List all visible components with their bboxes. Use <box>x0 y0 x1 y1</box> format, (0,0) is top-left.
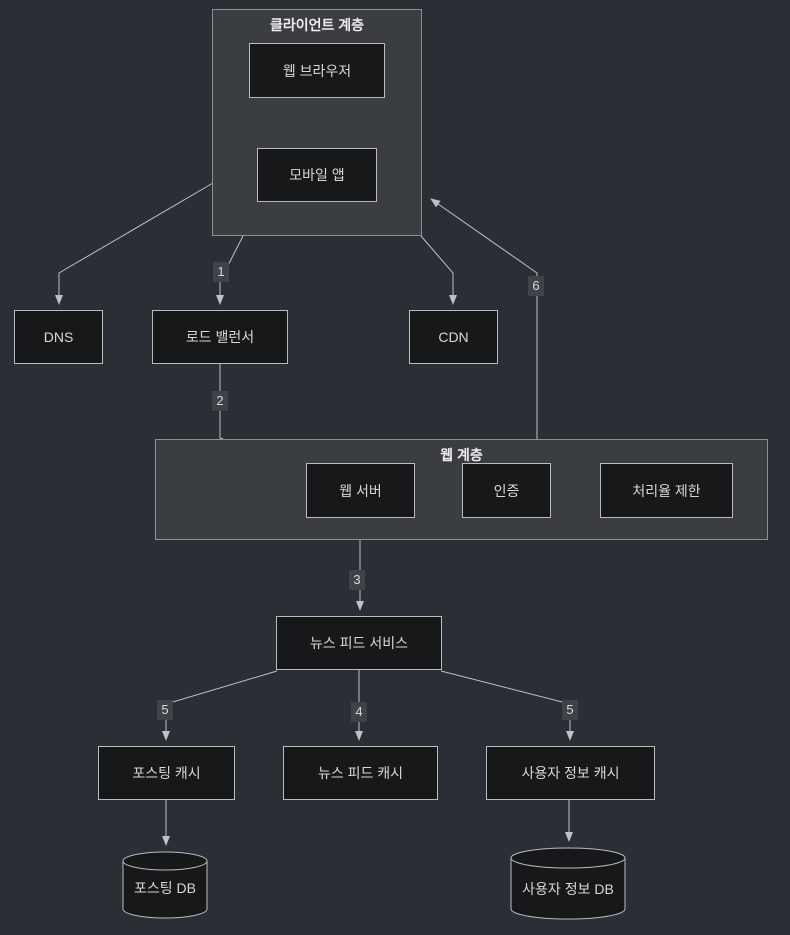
posting-cache-node: 포스팅 캐시 <box>98 746 235 800</box>
cdn-node: CDN <box>409 310 498 364</box>
edge-service-to-user-info-cache <box>440 670 574 741</box>
user-info-db-cylinder-top <box>510 847 626 869</box>
edge-webtier-to-client <box>430 198 538 439</box>
rate-limiter-node: 처리율 제한 <box>600 463 733 518</box>
edge-label-5-left: 5 <box>157 700 173 720</box>
web-server-node: 웹 서버 <box>306 463 415 518</box>
dns-node: DNS <box>14 310 103 364</box>
edge-label-6: 6 <box>528 276 544 296</box>
auth-node: 인증 <box>462 463 551 518</box>
edge-client-to-dns <box>55 182 214 305</box>
edge-service-to-posting-cache <box>162 670 278 741</box>
edge-label-1: 1 <box>213 262 229 282</box>
edge-label-3: 3 <box>349 570 365 590</box>
posting-db-cylinder <box>122 861 208 919</box>
load-balancer-node: 로드 밸런서 <box>152 310 288 364</box>
user-info-db-cylinder <box>510 858 626 920</box>
client-tier-title: 클라이언트 계층 <box>269 17 365 33</box>
news-feed-service-node: 뉴스 피드 서비스 <box>276 616 442 670</box>
edge-client-to-cdn <box>420 235 457 305</box>
edge-label-2: 2 <box>212 391 228 411</box>
user-info-db-label: 사용자 정보 DB <box>522 881 614 897</box>
web-tier-title: 웹 계층 <box>440 447 483 463</box>
mobile-app-node: 모바일 앱 <box>257 148 377 202</box>
web-browser-node: 웹 브라우저 <box>249 43 385 98</box>
edge-label-4: 4 <box>351 702 367 722</box>
news-feed-cache-node: 뉴스 피드 캐시 <box>283 746 438 800</box>
user-info-cache-node: 사용자 정보 캐시 <box>486 746 655 800</box>
posting-db-label: 포스팅 DB <box>134 880 196 896</box>
posting-db-cylinder-top <box>122 851 208 871</box>
edge-label-5-right: 5 <box>562 700 578 720</box>
